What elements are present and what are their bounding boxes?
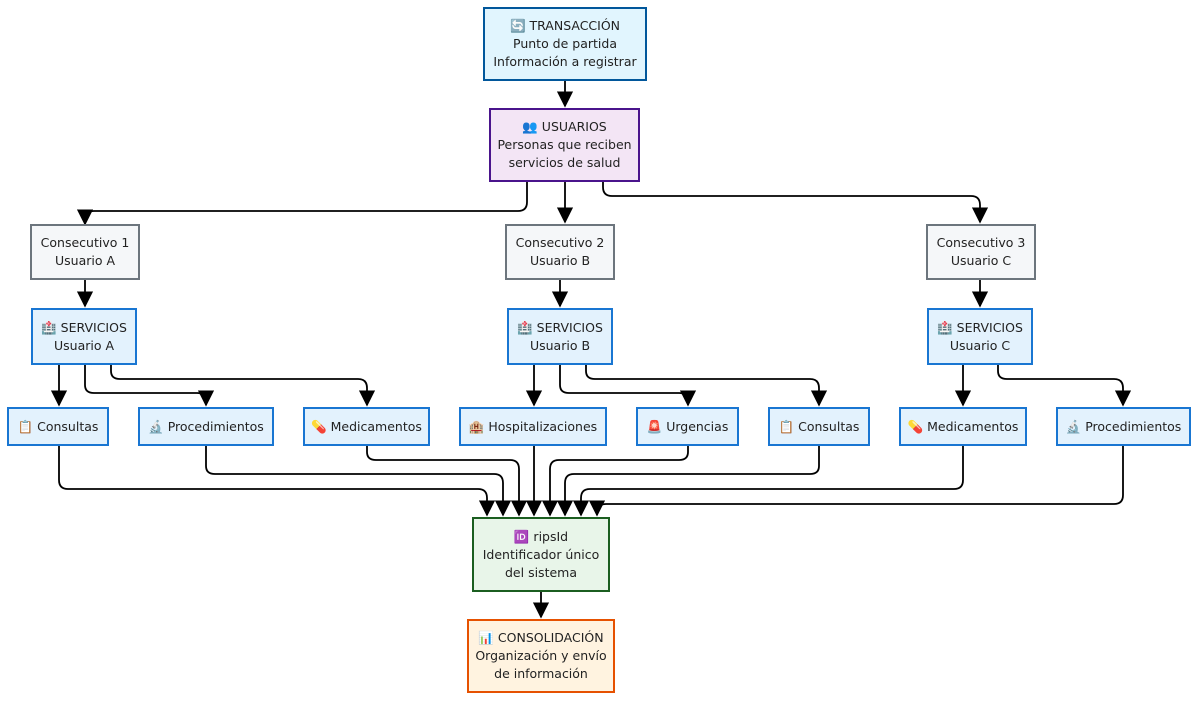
consolidacion-line1: Organización y envío (475, 648, 607, 663)
edge-servicios-a-procedimientos (84, 365, 215, 407)
servicios-a-user: Usuario A (53, 337, 115, 353)
procedimientos-c-label: 🔬 Procedimientos (1065, 418, 1182, 434)
hospitalizaciones-b-node: 🏨 Hospitalizaciones (459, 407, 607, 446)
edge-urgencias-b-ripsid (541, 446, 689, 517)
servicios-b-title: 🏥 SERVICIOS (517, 319, 603, 335)
consecutivo-2-title: Consecutivo 2 (515, 235, 605, 250)
transaccion-node: 🔄 TRANSACCIÓN Punto de partida Informaci… (483, 7, 647, 81)
procedimientos-a-label: 🔬 Procedimientos (148, 418, 264, 434)
edge-medicamentos-a-ripsid (366, 446, 528, 517)
edge-servicios-a-medicamentos (110, 365, 376, 407)
servicios-a-node: 🏥 SERVICIOS Usuario A (31, 308, 137, 365)
servicios-c-node: 🏥 SERVICIOS Usuario C (927, 308, 1033, 365)
urgencias-b-label: 🚨 Urgencias (646, 418, 729, 434)
medicamentos-a-node: 💊 Medicamentos (303, 407, 430, 446)
servicios-b-node: 🏥 SERVICIOS Usuario B (507, 308, 613, 365)
consecutivo-3-title: Consecutivo 3 (936, 235, 1026, 250)
consultas-b-node: 📋 Consultas (768, 407, 870, 446)
consecutivo-1-node: Consecutivo 1 Usuario A (30, 224, 140, 280)
procedimientos-c-node: 🔬 Procedimientos (1056, 407, 1191, 446)
servicios-a-title: 🏥 SERVICIOS (41, 319, 127, 335)
edge-procedimientos-a-ripsid (205, 446, 512, 517)
urgencias-b-node: 🚨 Urgencias (636, 407, 739, 446)
consultas-a-node: 📋 Consultas (7, 407, 109, 446)
edge-usuarios-consecutivo-1 (76, 182, 528, 226)
ripsid-line1: Identificador único (482, 546, 600, 562)
edge-servicios-b-consultas (585, 365, 828, 407)
consecutivo-1-title: Consecutivo 1 (40, 235, 130, 250)
servicios-b-user: Usuario B (529, 337, 591, 353)
consolidacion-line2: de información (494, 666, 588, 681)
medicamentos-c-node: 💊 Medicamentos (899, 407, 1027, 446)
consolidacion-node: 📊 CONSOLIDACIÓN Organización y envío de … (467, 619, 615, 693)
usuarios-node: 👥 USUARIOS Personas que reciben servicio… (489, 108, 640, 182)
ripsid-title: 🆔 ripsId (513, 528, 569, 544)
edge-medicamentos-c-ripsid (572, 446, 964, 517)
edge-procedimientos-c-ripsid (588, 446, 1124, 517)
edge-consultas-a-ripsid (58, 446, 496, 517)
consultas-a-label: 📋 Consultas (17, 418, 99, 434)
usuarios-line2: servicios de salud (508, 155, 621, 170)
consecutivo-1-user: Usuario A (54, 253, 116, 268)
edge-consultas-b-ripsid (556, 446, 820, 517)
consecutivo-3-node: Consecutivo 3 Usuario C (926, 224, 1036, 280)
medicamentos-a-label: 💊 Medicamentos (311, 418, 422, 434)
transaccion-line1: Punto de partida (513, 36, 617, 51)
consecutivo-2-node: Consecutivo 2 Usuario B (505, 224, 615, 280)
ripsid-node: 🆔 ripsId Identificador único del sistema (472, 517, 610, 592)
hospitalizaciones-b-label: 🏨 Hospitalizaciones (468, 418, 598, 434)
medicamentos-c-label: 💊 Medicamentos (907, 418, 1019, 434)
ripsid-line2: del sistema (505, 564, 577, 580)
edge-servicios-b-urgencias (559, 365, 697, 407)
consultas-b-label: 📋 Consultas (778, 418, 860, 434)
usuarios-title: 👥 USUARIOS (522, 119, 607, 134)
servicios-c-user: Usuario C (949, 337, 1011, 353)
servicios-c-title: 🏥 SERVICIOS (937, 319, 1023, 335)
edge-usuarios-consecutivo-3 (602, 182, 989, 224)
transaccion-line2: Información a registrar (493, 54, 637, 69)
consecutivo-2-user: Usuario B (529, 253, 591, 268)
edge-servicios-c-procedimientos (997, 365, 1132, 407)
procedimientos-a-node: 🔬 Procedimientos (138, 407, 274, 446)
consecutivo-3-user: Usuario C (950, 253, 1012, 268)
usuarios-line1: Personas que reciben (497, 137, 632, 152)
transaccion-title: 🔄 TRANSACCIÓN (509, 18, 621, 33)
consolidacion-title: 📊 CONSOLIDACIÓN (478, 630, 604, 645)
